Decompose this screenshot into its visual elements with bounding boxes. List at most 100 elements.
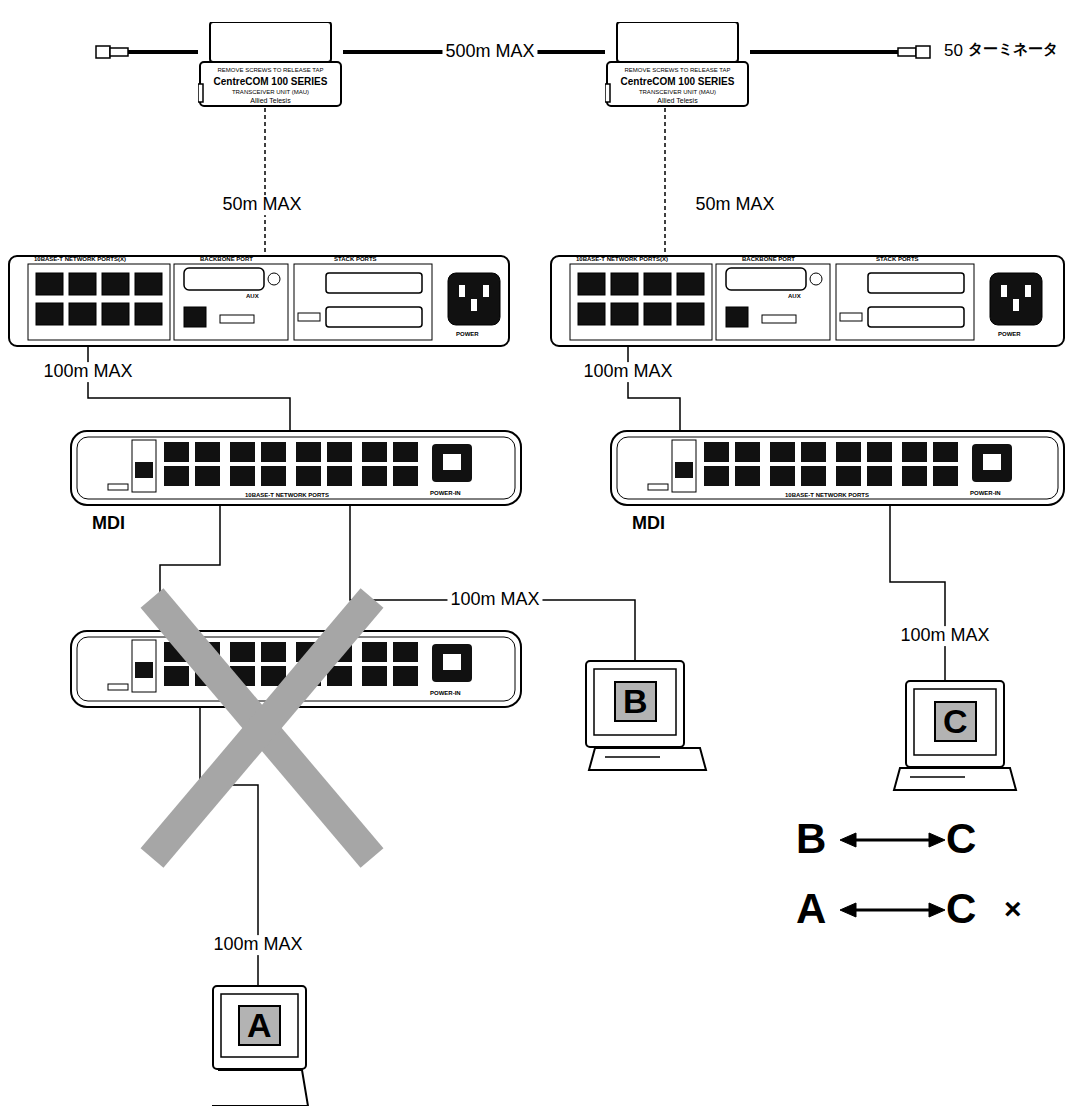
monitor-body xyxy=(906,681,1004,767)
switch xyxy=(648,484,668,490)
rj45-port xyxy=(801,466,826,486)
rj45-port xyxy=(836,466,861,486)
device-label: CentreCOM 100 SERIES xyxy=(621,76,735,87)
rj45-port xyxy=(69,303,96,325)
rj45-port xyxy=(102,303,129,325)
socket-pin xyxy=(1001,285,1007,297)
host-name: C xyxy=(946,886,976,932)
rj45-port xyxy=(164,466,189,486)
switch xyxy=(108,684,128,690)
rj45-port xyxy=(611,303,638,325)
node-outline xyxy=(550,255,1065,347)
rj45-port xyxy=(902,442,927,462)
hub: POWER-IN xyxy=(70,630,522,708)
rj45-port xyxy=(836,442,861,462)
cable-length: 500m MAX xyxy=(442,42,537,62)
rj45-port xyxy=(578,273,605,295)
rj45-port xyxy=(362,466,387,486)
rj45-port xyxy=(393,666,418,686)
hub-housing xyxy=(551,256,1064,346)
stack-panel xyxy=(294,264,432,340)
rj45-port xyxy=(230,666,255,686)
rj45-port xyxy=(611,273,638,295)
rj45-port xyxy=(102,273,129,295)
panel-label: 10BASE-T NETWORK PORTS xyxy=(245,492,329,499)
rj45-port xyxy=(230,442,255,462)
rj45-port xyxy=(644,273,671,295)
aui-port xyxy=(198,84,203,102)
monitor-body xyxy=(213,986,306,1069)
rj45-port xyxy=(770,466,795,486)
stack-connector xyxy=(868,273,964,293)
fail-mark: × xyxy=(1004,892,1022,925)
rj45-port xyxy=(677,273,704,295)
panel-label: 10BASE-T NETWORK PORTS(X) xyxy=(576,256,668,263)
monitor-screen xyxy=(914,689,996,755)
stack-connector xyxy=(326,307,422,327)
hub: 10BASE-T NETWORK PORTS(X)BACKBONE PORTAU… xyxy=(8,255,510,347)
rj45-port xyxy=(644,303,671,325)
backbone-panel xyxy=(716,264,830,340)
hub-bezel xyxy=(617,437,1058,499)
rj45-port xyxy=(362,666,387,686)
hub-housing xyxy=(71,631,521,707)
hub-bezel xyxy=(77,437,515,499)
cable-length: 100m MAX xyxy=(40,362,135,382)
rj45-port xyxy=(164,642,189,662)
screw xyxy=(268,273,280,285)
power-socket xyxy=(448,273,500,325)
rj45-port xyxy=(704,442,729,462)
tap-body xyxy=(617,22,738,62)
device-label: REMOVE SCREWS TO RELEASE TAP xyxy=(625,67,731,74)
terminator-value: 50 xyxy=(944,42,963,61)
cascade-panel xyxy=(672,440,696,492)
host-name: B xyxy=(796,816,826,862)
rj45-port xyxy=(135,273,162,295)
rj45-port xyxy=(36,273,63,295)
rj45-port xyxy=(261,642,286,662)
socket-pin xyxy=(1025,285,1031,297)
switch xyxy=(220,315,254,323)
switch xyxy=(108,484,128,490)
panel-label: BACKBONE PORT xyxy=(200,256,253,263)
host-name: A xyxy=(796,886,826,932)
cascade-panel xyxy=(132,440,156,492)
rj45-port xyxy=(362,442,387,462)
aui-connector xyxy=(726,268,806,290)
arrowhead xyxy=(840,833,945,847)
rj45-port xyxy=(135,462,153,478)
cable xyxy=(890,506,945,680)
terminator-label: ターミネータ xyxy=(968,41,1058,58)
cable-length: 50m MAX xyxy=(692,195,777,215)
rj45-port xyxy=(327,666,352,686)
pc-base xyxy=(605,756,660,758)
rj45-port xyxy=(675,462,693,478)
rj45-port xyxy=(135,303,162,325)
cable xyxy=(628,347,680,430)
monitor-screen xyxy=(221,994,298,1057)
rj45-port xyxy=(933,442,958,462)
switch xyxy=(298,313,320,321)
rj45-port xyxy=(902,466,927,486)
rj45-port xyxy=(184,307,206,327)
coax-cable xyxy=(128,50,198,54)
stack-connector xyxy=(868,307,964,327)
double-arrow xyxy=(845,909,940,912)
computer: A xyxy=(212,985,307,1070)
socket-pin xyxy=(983,454,1001,470)
cable-length: 100m MAX xyxy=(447,590,542,610)
cable-length: 100m MAX xyxy=(580,362,675,382)
computer-letter: A xyxy=(238,1005,281,1046)
device-label: TRANSCEIVER UNIT (MAU) xyxy=(639,89,716,96)
power-socket xyxy=(432,644,472,682)
coax-cable xyxy=(750,50,898,54)
hub-housing xyxy=(9,256,509,346)
transceiver: REMOVE SCREWS TO RELEASE TAP CentreCOM 10… xyxy=(605,22,750,108)
device-label: Allied Telesis xyxy=(657,97,697,105)
rj45-port xyxy=(261,442,286,462)
n-connector xyxy=(96,46,110,58)
rj45-port xyxy=(393,466,418,486)
socket-pin xyxy=(1013,299,1019,311)
